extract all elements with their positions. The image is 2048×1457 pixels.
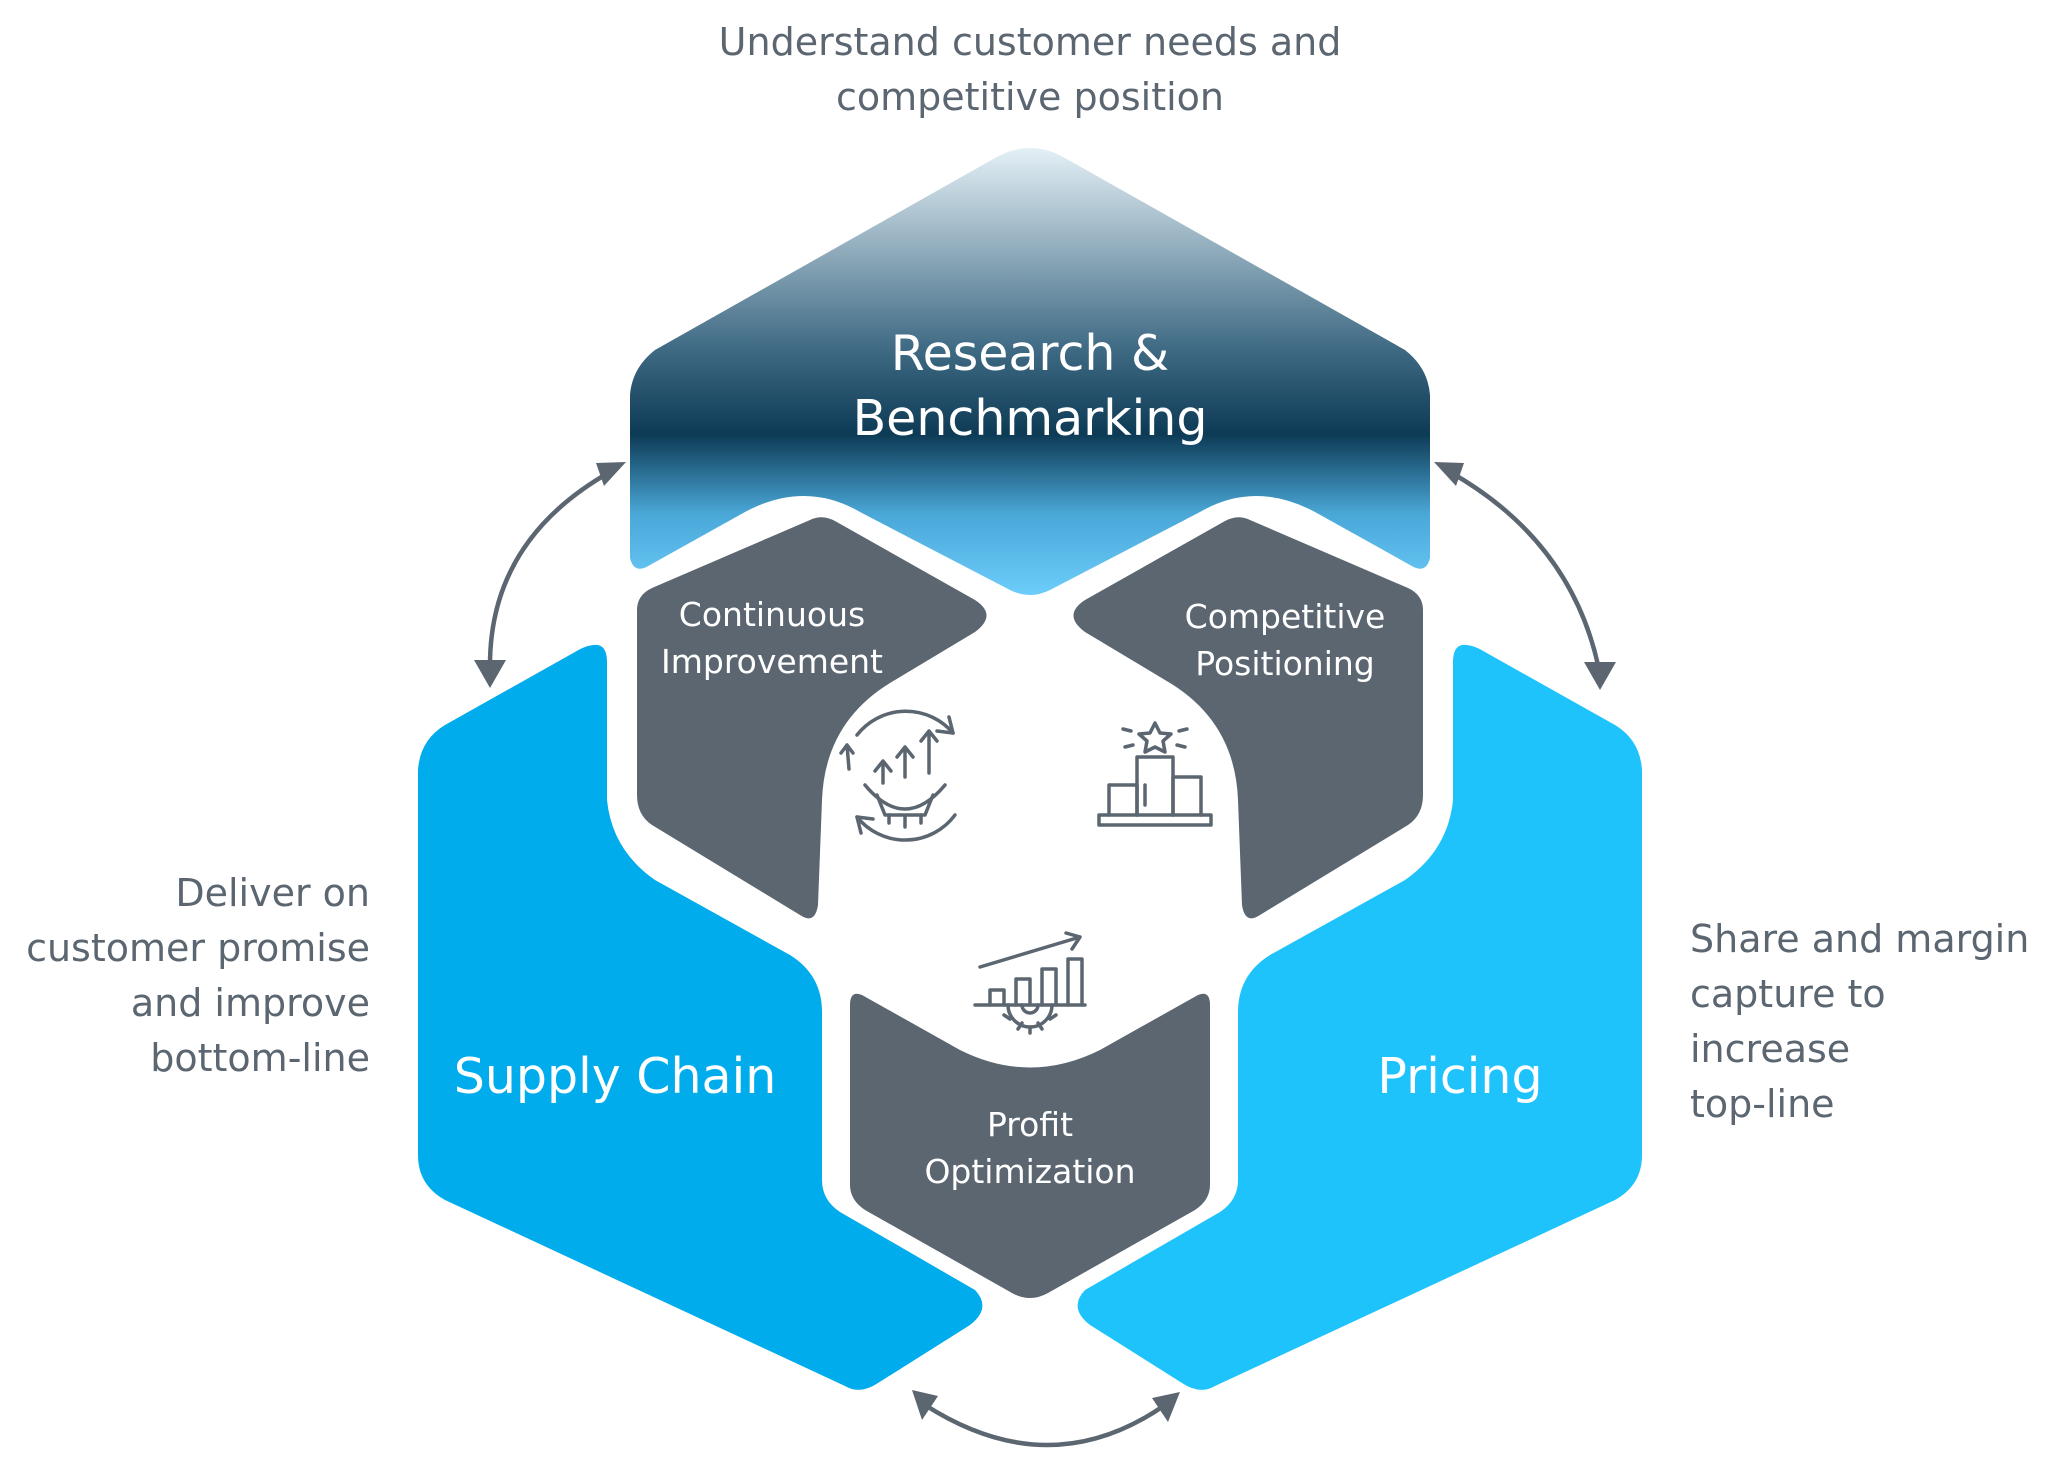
pricing-caption-line-4: top-line (1690, 1082, 1835, 1126)
arrow-research-supply-chain (474, 462, 626, 688)
research-label-line-1: Research & (891, 325, 1170, 382)
research-caption-line-1: Understand customer needs and (719, 20, 1342, 64)
continuous-label-line-1: Continuous (679, 595, 865, 634)
supply-chain-caption-line-3: and improve (131, 981, 370, 1025)
supply-chain-caption-line-2: customer promise (26, 926, 370, 970)
pricing-caption-line-2: capture to (1690, 972, 1886, 1016)
pricing-caption-line-1: Share and margin (1690, 917, 2029, 961)
supply-chain-caption: Deliver on customer promise and improve … (26, 871, 370, 1080)
arrow-research-pricing (1434, 462, 1616, 690)
competitive-label-line-2: Positioning (1195, 644, 1375, 683)
supply-chain-caption-line-4: bottom-line (150, 1036, 370, 1080)
profit-label-line-2: Optimization (924, 1152, 1135, 1191)
research-label-line-2: Benchmarking (853, 390, 1208, 447)
pricing-caption-line-3: increase (1690, 1027, 1850, 1071)
pricing-caption: Share and margin capture to increase top… (1690, 917, 2029, 1126)
continuous-improvement-label: Continuous Improvement (661, 595, 883, 681)
profit-optimization-label: Profit Optimization (924, 1105, 1135, 1191)
supply-chain-caption-line-1: Deliver on (175, 871, 370, 915)
competitive-positioning-label: Competitive Positioning (1185, 597, 1386, 683)
research-caption-line-2: competitive position (836, 75, 1224, 119)
supply-chain-label: Supply Chain (454, 1048, 777, 1105)
profit-label-line-1: Profit (987, 1105, 1073, 1144)
research-caption: Understand customer needs and competitiv… (719, 20, 1342, 119)
pricing-label: Pricing (1377, 1048, 1542, 1105)
profit-optimization-segment (850, 993, 1210, 1298)
continuous-label-line-2: Improvement (661, 642, 883, 681)
supply-chain-segment (418, 644, 983, 1390)
pricing-segment (1077, 644, 1642, 1390)
arrow-supply-chain-pricing (912, 1390, 1180, 1448)
competitive-label-line-1: Competitive (1185, 597, 1386, 636)
growth-chart-gear-icon (973, 931, 1087, 1035)
competitive-positioning-segment (1073, 517, 1423, 919)
podium-star-icon (1097, 721, 1213, 827)
research-benchmarking-segment (630, 148, 1430, 595)
research-benchmarking-label: Research & Benchmarking (853, 325, 1208, 447)
continuous-improvement-segment (637, 517, 987, 919)
continuous-improvement-icon (839, 709, 957, 842)
